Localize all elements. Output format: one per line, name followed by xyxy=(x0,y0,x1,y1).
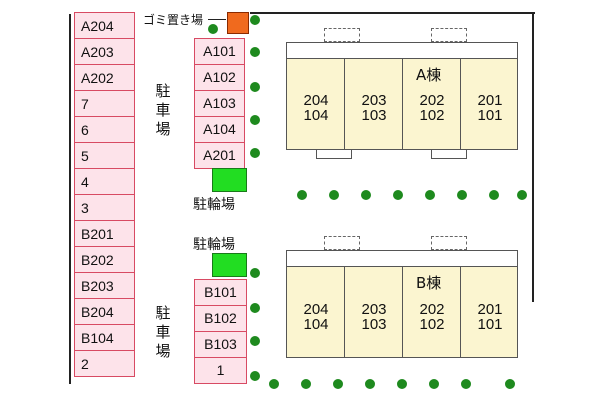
tree xyxy=(429,379,439,389)
tree xyxy=(208,24,218,34)
tree xyxy=(250,82,260,92)
tree xyxy=(425,190,435,200)
unit-upper: 201 xyxy=(477,92,503,109)
building-b-name: B棟 xyxy=(416,274,442,292)
parking-stall: A102 xyxy=(194,64,245,91)
tree xyxy=(489,190,499,200)
tree xyxy=(505,379,515,389)
garbage-area xyxy=(227,12,249,34)
tree xyxy=(329,190,339,200)
parking-stall: 3 xyxy=(74,194,135,221)
parking-stall: 4 xyxy=(74,168,135,195)
site-boundary-top xyxy=(250,12,535,14)
parking-label-lower: 駐車場 xyxy=(155,304,171,360)
unit-upper: 201 xyxy=(477,301,503,318)
tree xyxy=(269,379,279,389)
unit-lower: 102 xyxy=(419,316,445,333)
parking-stall: 5 xyxy=(74,142,135,169)
parking-stall: A201 xyxy=(194,142,245,169)
building-b-entrance-outline xyxy=(431,236,467,250)
unit-lower: 102 xyxy=(419,107,445,124)
parking-stall: A103 xyxy=(194,90,245,117)
site-boundary-left xyxy=(69,14,71,384)
unit-divider xyxy=(344,58,345,150)
unit-upper: 204 xyxy=(303,301,329,318)
parking-stall: A202 xyxy=(74,64,135,91)
tree xyxy=(250,148,260,158)
parking-stall: A101 xyxy=(194,38,245,65)
tree xyxy=(361,190,371,200)
bicycle-parking-upper xyxy=(212,168,247,192)
tree xyxy=(393,190,403,200)
parking-label-upper: 駐車場 xyxy=(155,82,171,138)
unit-lower: 101 xyxy=(477,107,503,124)
unit-lower: 101 xyxy=(477,316,503,333)
parking-stall: B202 xyxy=(74,246,135,273)
tree xyxy=(517,190,527,200)
unit-upper: 202 xyxy=(419,92,445,109)
unit-divider xyxy=(344,266,345,358)
tree xyxy=(365,379,375,389)
parking-stall: B102 xyxy=(194,305,247,332)
unit-divider xyxy=(460,58,461,150)
tree xyxy=(457,190,467,200)
unit-lower: 103 xyxy=(361,107,387,124)
tree xyxy=(397,379,407,389)
bicycle-parking-upper-label: 駐輪場 xyxy=(193,197,235,213)
building-a-step xyxy=(431,150,467,159)
building-a-entrance-outline xyxy=(324,28,360,42)
parking-stall: B103 xyxy=(194,331,247,358)
unit-divider xyxy=(460,266,461,358)
building-b-entrance-outline xyxy=(324,236,360,250)
parking-stall: 7 xyxy=(74,90,135,117)
parking-stall: A203 xyxy=(74,38,135,65)
unit-upper: 203 xyxy=(361,301,387,318)
unit-divider xyxy=(402,58,403,150)
parking-stall: 2 xyxy=(74,350,135,377)
garbage-area-label: ゴミ置き場 xyxy=(143,13,204,27)
unit-lower: 103 xyxy=(361,316,387,333)
tree xyxy=(250,115,260,125)
tree xyxy=(250,47,260,57)
tree xyxy=(250,371,260,381)
unit-upper: 202 xyxy=(419,301,445,318)
tree xyxy=(333,379,343,389)
tree xyxy=(250,15,260,25)
parking-stall: 6 xyxy=(74,116,135,143)
parking-stall: A104 xyxy=(194,116,245,143)
unit-lower: 104 xyxy=(303,316,329,333)
tree xyxy=(301,379,311,389)
garbage-area-pointer xyxy=(208,19,226,20)
tree xyxy=(250,336,260,346)
building-a-entrance-outline xyxy=(431,28,467,42)
parking-stall: B204 xyxy=(74,298,135,325)
parking-stall: B104 xyxy=(74,324,135,351)
unit-divider xyxy=(402,266,403,358)
parking-stall: A204 xyxy=(74,12,135,39)
unit-lower: 104 xyxy=(303,107,329,124)
building-a-step xyxy=(316,150,352,159)
parking-stall: B201 xyxy=(74,220,135,247)
unit-upper: 204 xyxy=(303,92,329,109)
bicycle-parking-lower xyxy=(212,253,247,277)
tree xyxy=(250,303,260,313)
parking-stall: 1 xyxy=(194,357,247,384)
parking-stall: B203 xyxy=(74,272,135,299)
tree xyxy=(250,268,260,278)
tree xyxy=(461,379,471,389)
building-a-name: A棟 xyxy=(416,66,442,84)
bicycle-parking-lower-label: 駐輪場 xyxy=(193,237,235,253)
tree xyxy=(297,190,307,200)
unit-upper: 203 xyxy=(361,92,387,109)
parking-stall: B101 xyxy=(194,279,247,306)
site-boundary-right xyxy=(532,12,534,302)
